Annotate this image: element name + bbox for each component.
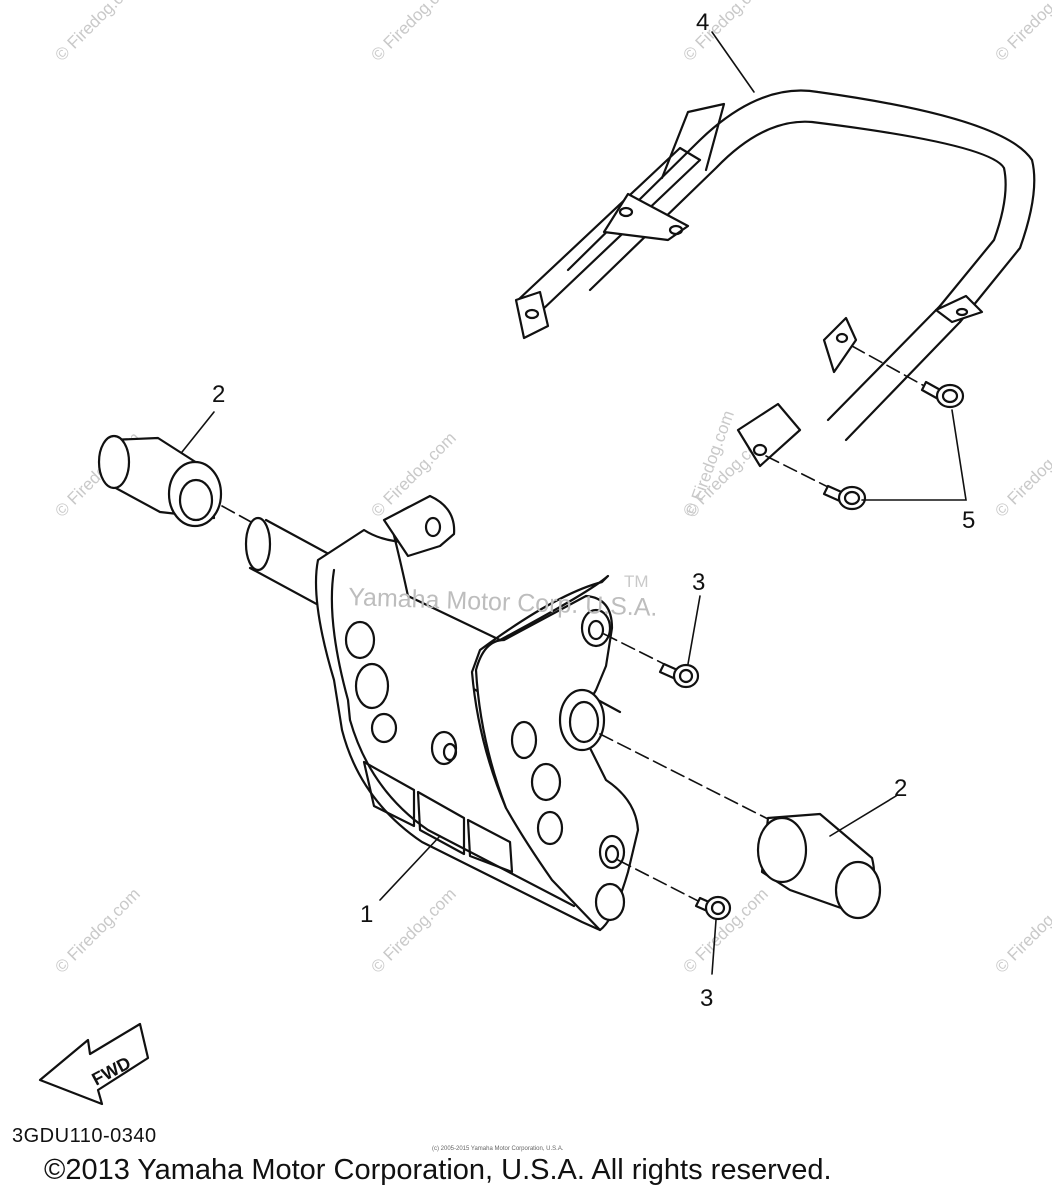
bolt-part-5-upper bbox=[920, 380, 965, 409]
watermark: © Firedog.com bbox=[679, 0, 771, 65]
watermark: © Firedog.com bbox=[51, 884, 143, 976]
bolt-part-3-lower bbox=[694, 895, 732, 921]
watermark-tm: TM bbox=[624, 572, 649, 591]
end-cap-part-2-left bbox=[97, 434, 263, 529]
callouts: 4 2 5 3 2 1 3 bbox=[181, 9, 975, 1012]
callout-2-right: 2 bbox=[894, 775, 907, 802]
watermark: © Firedog.com bbox=[51, 0, 143, 65]
diagram-code: 3GDU110-0340 bbox=[12, 1125, 157, 1147]
watermark: © Firedog.com bbox=[991, 0, 1052, 65]
bolt-part-3-upper bbox=[658, 662, 700, 689]
front-guard-part-1 bbox=[244, 494, 771, 932]
tiny-copyright-note: (c) 2005-2015 Yamaha Motor Corporation, … bbox=[432, 1146, 564, 1152]
callout-2-left: 2 bbox=[212, 381, 225, 408]
bolt-part-5-lower bbox=[822, 484, 867, 511]
end-cap-part-2-right bbox=[756, 812, 882, 920]
grab-bar-part-4 bbox=[514, 89, 1036, 489]
copyright-footer: ©2013 Yamaha Motor Corporation, U.S.A. A… bbox=[44, 1154, 832, 1186]
callout-3-top: 3 bbox=[692, 569, 705, 596]
callout-3-bottom: 3 bbox=[700, 985, 713, 1012]
callout-4: 4 bbox=[696, 9, 709, 36]
watermark: © Firedog.com bbox=[367, 0, 459, 65]
fwd-arrow-icon: FWD bbox=[38, 1022, 150, 1106]
callout-1: 1 bbox=[360, 901, 373, 928]
watermark: © Firedog.com bbox=[991, 428, 1052, 520]
watermark: © Firedog.com bbox=[991, 884, 1052, 976]
callout-5: 5 bbox=[962, 507, 975, 534]
